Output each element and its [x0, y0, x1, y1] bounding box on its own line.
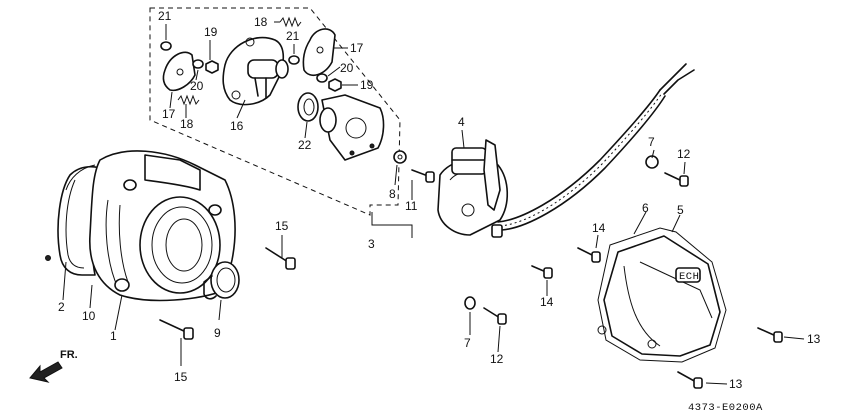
callout-18-lower: 18 — [180, 117, 194, 131]
callout-20-right: 20 — [340, 61, 354, 75]
callout-11: 11 — [405, 199, 418, 213]
weight-part-17-right — [302, 28, 336, 77]
callout-13-bottom: 13 — [729, 377, 743, 391]
weight-part-17-left — [162, 51, 196, 92]
callout-4: 4 — [458, 115, 465, 129]
o-ring-part-22 — [297, 92, 319, 122]
callout-12-upper: 12 — [677, 147, 691, 161]
bolt-parts-13 — [677, 327, 783, 389]
callout-5: 5 — [677, 203, 684, 217]
callout-3: 3 — [368, 237, 375, 251]
callout-20-left: 20 — [190, 79, 204, 93]
callout-10: 10 — [82, 309, 96, 323]
callout-19-left: 19 — [204, 25, 218, 39]
callout-2: 2 — [58, 300, 65, 314]
bolt-part-12-lower — [464, 296, 507, 325]
callout-17-right: 17 — [350, 41, 364, 55]
callout-9: 9 — [214, 326, 221, 340]
callout-22: 22 — [298, 138, 312, 152]
callout-14-upper: 14 — [592, 221, 606, 235]
nut-parts-19 — [205, 60, 342, 92]
callout-21-left: 21 — [158, 9, 172, 23]
crankcase-cover-part-1 — [45, 150, 236, 302]
callout-12-lower: 12 — [490, 352, 504, 366]
ignition-cover-part-5: ECH — [597, 227, 727, 363]
bolt-part-12-upper — [645, 155, 689, 187]
callout-18-upper: 18 — [254, 15, 268, 29]
callout-17-left: 17 — [162, 107, 176, 121]
diagram-code: 4373-E0200A — [688, 402, 763, 414]
front-direction-arrow: FR. — [29, 349, 78, 383]
wire-harness — [491, 63, 695, 238]
governor-plate-part-16 — [222, 36, 289, 106]
callout-14-lower: 14 — [540, 295, 554, 309]
bolt-parts-14 — [531, 247, 601, 279]
spring-parts-18 — [177, 16, 302, 106]
oil-seal-part-9 — [203, 261, 240, 300]
advancer-housing-part — [319, 94, 385, 161]
callout-15-lower: 15 — [174, 370, 188, 384]
direction-label: FR. — [60, 349, 78, 361]
leader-lines — [62, 21, 805, 385]
washer-part-8 — [393, 150, 407, 164]
callout-7-upper: 7 — [648, 135, 655, 149]
callout-15-upper: 15 — [275, 219, 289, 233]
assembly-boundary-dashed — [149, 7, 413, 238]
callout-8: 8 — [389, 187, 396, 201]
callout-16: 16 — [230, 119, 244, 133]
callout-13-right: 13 — [807, 332, 821, 346]
callout-19-right: 19 — [360, 78, 374, 92]
callout-6: 6 — [642, 201, 649, 215]
callout-labels: 1 2 10 9 15 15 3 11 8 4 6 5 7 12 13 13 1… — [58, 9, 821, 391]
bolt-parts-15 — [159, 247, 296, 340]
callout-21-right: 21 — [286, 29, 300, 43]
washer-parts-20-21 — [160, 41, 328, 83]
svg-text:ECH: ECH — [679, 271, 699, 283]
callout-7-lower: 7 — [464, 336, 471, 350]
pulse-generator-part-4 — [437, 139, 509, 236]
bolt-part-11 — [411, 169, 435, 183]
callout-1: 1 — [110, 329, 117, 343]
